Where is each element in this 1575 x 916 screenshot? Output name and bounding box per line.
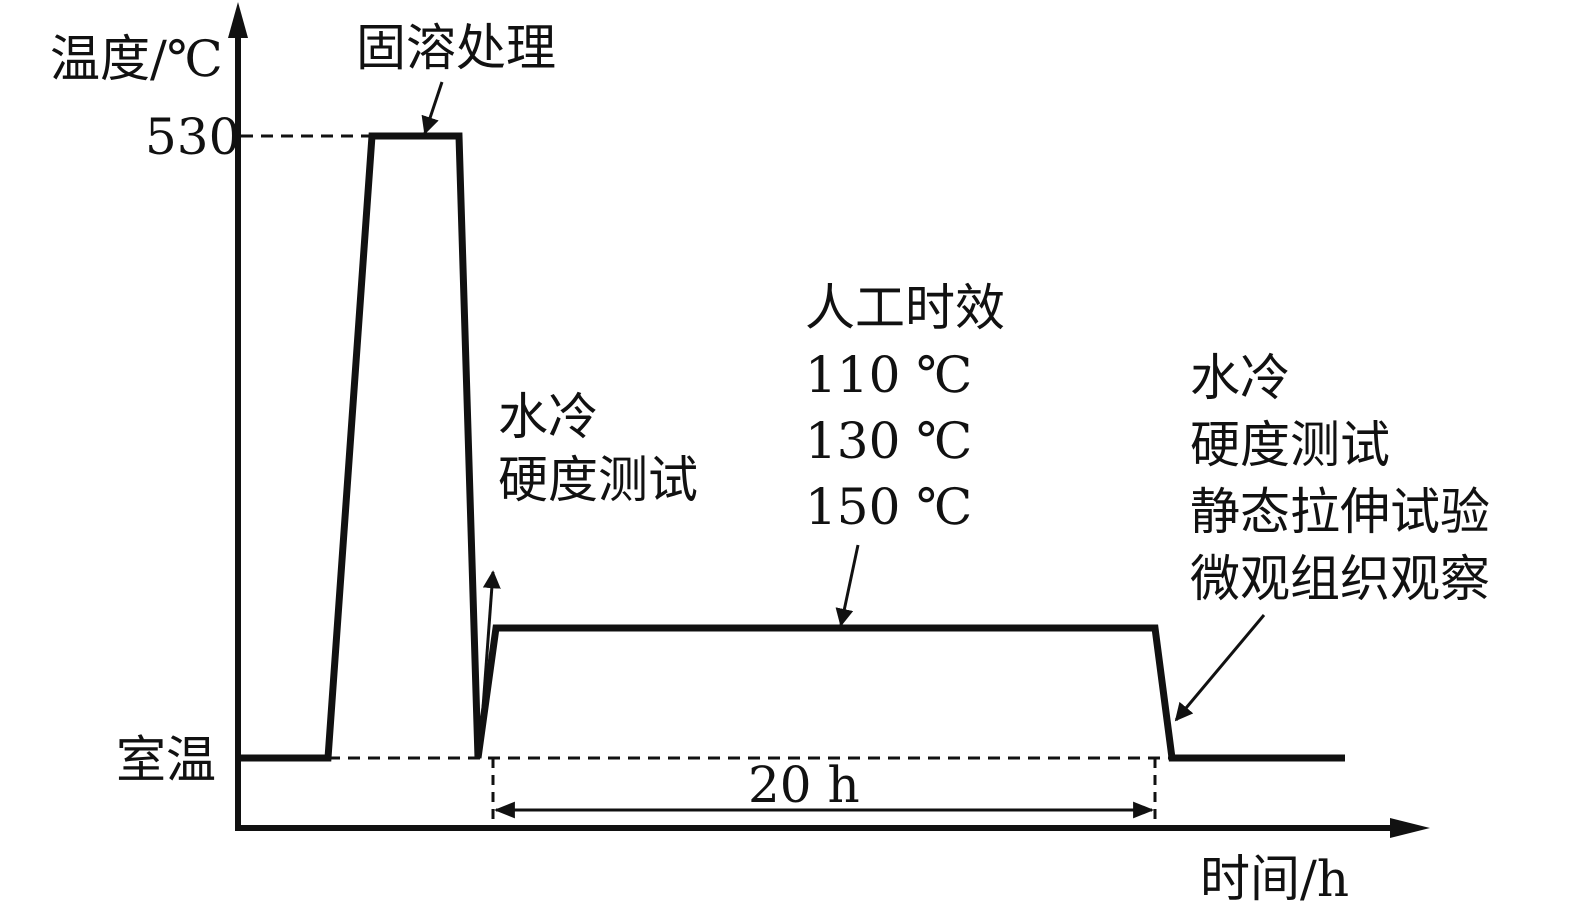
y-tick-530: 530 [145, 108, 240, 166]
aging-title: 人工时效 [805, 279, 1005, 337]
quench-2-line4: 微观组织观察 [1190, 550, 1490, 608]
quench-1-line1: 水冷 [498, 388, 598, 446]
quench-2-arrow [1174, 614, 1266, 722]
y-tick-room-temp: 室温 [116, 731, 216, 789]
duration-label: 20 h [748, 756, 860, 814]
quench-2-line1: 水冷 [1190, 349, 1290, 407]
quench-2-line2: 硬度测试 [1190, 416, 1390, 474]
aging-temp-110: 110 ℃ [805, 346, 972, 404]
quench-1-arrow [479, 570, 501, 736]
x-axis-title: 时间/h [1200, 850, 1349, 908]
y-axis-arrow-icon [228, 2, 248, 38]
aging-arrow [835, 544, 860, 627]
aging-temp-130: 130 ℃ [805, 412, 972, 470]
temperature-profile [238, 132, 1345, 762]
aging-temp-150: 150 ℃ [805, 478, 972, 536]
x-axis-arrow-icon [1390, 818, 1430, 838]
y-axis-title: 温度/℃ [50, 30, 223, 88]
quench-1-line2: 硬度测试 [498, 451, 698, 509]
quench-2-line3: 静态拉伸试验 [1190, 483, 1490, 541]
solution-treatment-arrow [421, 81, 444, 135]
solution-treatment-label: 固溶处理 [356, 19, 556, 77]
